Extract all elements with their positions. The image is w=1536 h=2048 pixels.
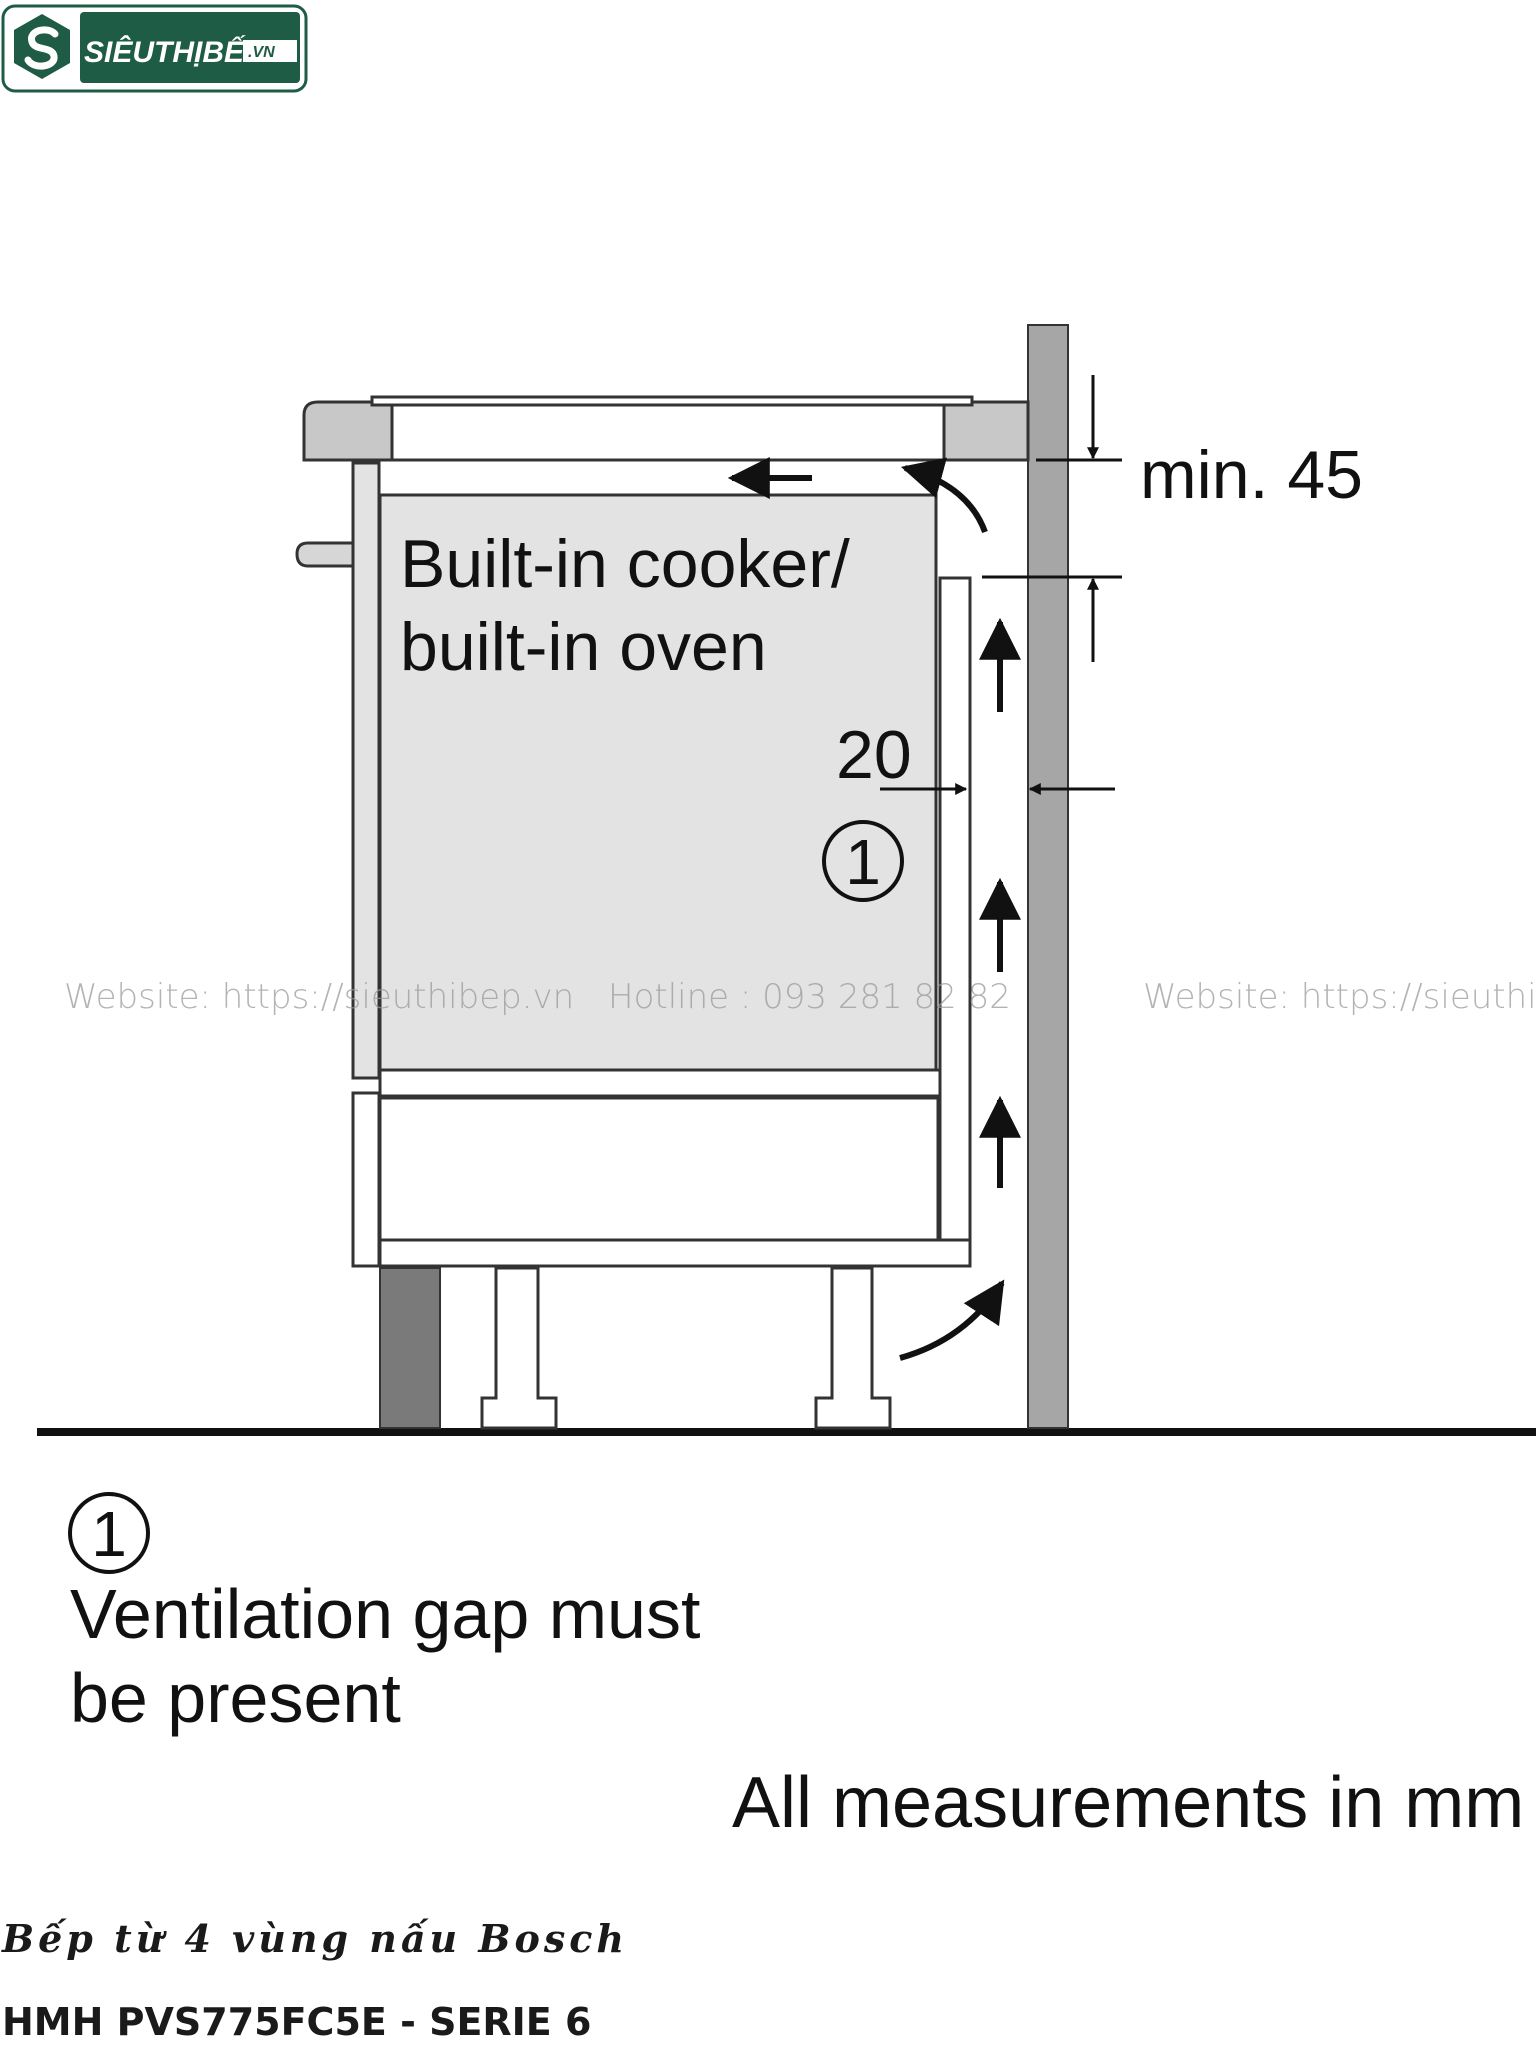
cabinet-label-line1: Built-in cooker/ <box>400 526 850 602</box>
note-number: 1 <box>91 1498 127 1570</box>
product-caption-line2: HMH PVS775FC5E - SERIE 6 <box>2 2000 591 2044</box>
worktop-with-hob <box>302 395 1030 462</box>
callout-marker: 1 <box>822 820 904 902</box>
logo-brand-text: SIÊUTHỊBẾP <box>84 35 265 69</box>
side-wall <box>1027 324 1069 1429</box>
oven-body <box>378 493 938 1072</box>
cabinet-base <box>378 1238 972 1268</box>
cabinet-foot <box>480 1266 558 1430</box>
drawer <box>378 1096 940 1242</box>
dimension-min-45-label: min. 45 <box>1140 437 1363 513</box>
airflow-arrows <box>727 457 1021 1361</box>
airflow-arrow-in <box>899 1279 1005 1361</box>
logo-domain-text: .VN <box>248 44 275 61</box>
callout-number: 1 <box>845 826 881 898</box>
airflow-arrow-curve <box>900 457 988 534</box>
floor-line <box>37 1428 1536 1436</box>
watermark-website-left: Website: https://sieuthibep.vn <box>64 977 574 1017</box>
left-side-panel-lower <box>351 1091 381 1268</box>
dimension-gap-20-label: 20 <box>836 717 912 793</box>
site-logo[interactable]: SIÊUTHỊBẾP .VN <box>1 4 308 93</box>
oven-handle <box>295 541 355 568</box>
watermark-website-right: Website: https://sieuthibe <box>1143 977 1536 1017</box>
cabinet-label-line2: built-in oven <box>400 609 767 685</box>
watermark-hotline: Hotline : 093 281 82 82 <box>608 977 1011 1017</box>
dimension-gap-20 <box>880 783 1115 795</box>
hob-body <box>390 400 946 462</box>
hob-glass <box>370 395 974 407</box>
rear-panel <box>938 576 972 1242</box>
cabinet-foot <box>814 1266 892 1430</box>
product-caption-line1: Bếp từ 4 vùng nấu Bosch <box>1 1916 628 1961</box>
oven-shelf <box>378 1068 942 1098</box>
note-line2: be present <box>70 1659 401 1737</box>
plinth <box>379 1267 441 1429</box>
logo-s-icon <box>14 14 70 79</box>
dimension-min-45 <box>982 375 1122 662</box>
note-line1: Ventilation gap must <box>70 1575 700 1653</box>
note-marker: 1 <box>68 1492 150 1574</box>
units-note: All measurements in mm <box>732 1763 1524 1843</box>
